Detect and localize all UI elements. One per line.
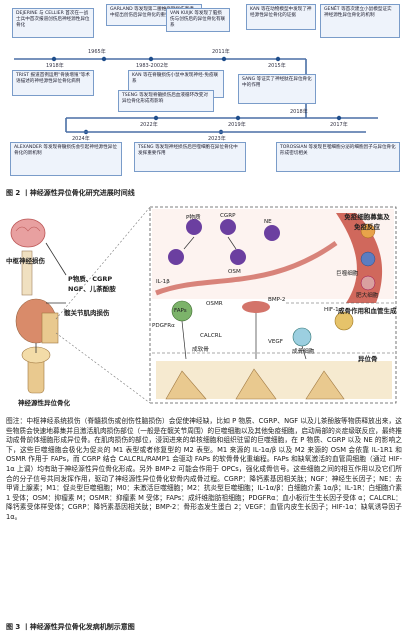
fig3-description: 图注：中枢神经系统损伤（脊髓损伤或创伤性脑损伤）会促使神经缺，比如 P 物质、C… xyxy=(6,417,402,521)
label-immune-response: 免疫细胞募集及免疫反应 xyxy=(344,213,390,231)
milestone-text: KAN 等在动物模型中发现了神经源性异位骨化的证据 xyxy=(250,7,312,18)
milestone-2015: GENÊT 等首次建立小鼠模型证实神经源性异位骨化的机制 xyxy=(320,4,400,38)
label-osmr: OSMR xyxy=(206,301,223,307)
milestone-text: TRIST 报道首例运用"骨质增殖"等术语描述的神经源性异位骨化病例 xyxy=(16,73,90,84)
timeline-figure: DEJERINE 与 CELLIER 首次在一战士兵中首次报道创伤后神经源性异位… xyxy=(6,4,402,182)
timeline-lines xyxy=(14,56,378,135)
milestone-year: 1983-2002年 xyxy=(136,63,169,69)
milestone-1958: TRIST 报道首例运用"骨质增殖"等术语描述的神经源性异位骨化病例 xyxy=(12,70,94,96)
milestone-text: KAN 等在脊髓损伤小鼠中发现神经-免疫联系 xyxy=(132,73,219,84)
milestone-text: DEJERINE 与 CELLIER 首次在一战士兵中首次报道创伤后神经源性异位… xyxy=(16,11,90,28)
milestone-year: 2024年 xyxy=(72,136,90,142)
milestone-text: ALEXANDER 等发现脊髓损伤会引起神经源性异位骨化的新机制 xyxy=(14,145,117,156)
label-hif1a: HIF-1α xyxy=(324,307,343,313)
milestone-2023: TSENG 等发现神经损伤后巨噬细胞在异位骨化中发挥重要作用 xyxy=(134,142,246,172)
milestone-year: 1918年 xyxy=(46,63,64,69)
label-mast-cell: 肥大细胞 xyxy=(356,293,379,299)
label-faps: FAPs xyxy=(174,308,187,314)
milestone-text: TSENG 等发现神经损伤后巨噬细胞在异位骨化中发挥重要作用 xyxy=(138,145,238,156)
milestone-1983: VAN KUIJK 等发现了脑损伤与创伤后的异位骨化有联系 xyxy=(166,8,230,32)
milestone-year: 2011年 xyxy=(212,49,230,55)
fig3-caption: 图 3 丨神经源性异位骨化发病机制示意图 xyxy=(6,623,135,631)
milestone-2019: SANG 等证实了神经肽在异位骨化中的作用 xyxy=(238,74,316,104)
milestone-year: 2017年 xyxy=(330,122,348,128)
label-vegf: VEGF xyxy=(268,339,283,345)
label-p-substance: P物质 xyxy=(186,215,201,221)
milestone-2011: KAN 等在动物模型中发现了神经源性异位骨化的证据 xyxy=(246,4,316,30)
milestone-text: GARLAND 等发现第二腰椎脊髓损伤患者中提出创伤后异位骨化的重要临床特征 xyxy=(110,7,194,18)
label-hip-injury: 髋关节肌肉损伤 xyxy=(64,309,110,317)
label-osteogenesis: 成骨作用和血管生成 xyxy=(338,307,397,315)
milestone-text: VAN KUIJK 等发现了脑损伤与创伤后的异位骨化有联系 xyxy=(170,11,226,28)
milestone-text: GENÊT 等首次建立小鼠模型证实神经源性异位骨化的机制 xyxy=(324,7,392,18)
milestone-year: 2015年 xyxy=(268,63,286,69)
label-nho: 神经源性异位骨化 xyxy=(18,399,70,407)
milestone-1918: DEJERINE 与 CELLIER 首次在一战士兵中首次报道创伤后神经源性异位… xyxy=(12,8,94,38)
label-bmp2: BMP-2 xyxy=(268,297,286,303)
label-il1: IL-1β xyxy=(156,279,170,285)
milestone-2022: TSENG 等发现脊髓损伤后血液循环改变对异位骨化形成有影响 xyxy=(118,90,214,112)
label-macrophage: 巨噬细胞 xyxy=(336,271,359,277)
milestone-text: TSENG 等发现脊髓损伤后血液循环改变对异位骨化形成有影响 xyxy=(122,93,208,104)
label-ne: NE xyxy=(264,219,272,225)
label-cns-injury: 中枢神经损伤 xyxy=(6,257,45,265)
milestone-year: 2019年 xyxy=(228,122,246,128)
label-calcrl: CALCRL xyxy=(200,333,222,339)
milestone-year: 2023年 xyxy=(208,136,226,142)
label-osm: OSM xyxy=(228,269,241,275)
label-pdgfra: PDGFRα xyxy=(152,323,175,329)
label-osteoblast: 成骨细胞 xyxy=(292,349,315,355)
label-heterotopic-bone: 异位骨 xyxy=(358,355,378,363)
label-cartilage: 成软骨 xyxy=(192,347,209,353)
milestone-2017: TOROSSIAN 等发现巨噬细胞分泌的细胞因子与异位骨化形成密切相关 xyxy=(276,142,400,172)
label-factors: P物质、CGRP NGF、儿茶酚胺 xyxy=(68,275,116,293)
mechanism-figure: 中枢神经损伤 P物质、CGRP NGF、儿茶酚胺 髋关节肌肉损伤 神经源性异位骨… xyxy=(6,203,402,411)
fig2-caption: 图 2 丨神经源性异位骨化研究进展时间线 xyxy=(6,189,135,197)
label-cgrp: CGRP xyxy=(220,213,236,219)
milestone-text: TOROSSIAN 等发现巨噬细胞分泌的细胞因子与异位骨化形成密切相关 xyxy=(280,145,396,156)
milestone-year: 1965年 xyxy=(88,49,106,55)
milestone-year: 2018年 xyxy=(290,109,308,115)
milestone-text: SANG 等证实了神经肽在异位骨化中的作用 xyxy=(242,77,312,88)
mechanism-diagram xyxy=(10,206,397,404)
milestone-2024: ALEXANDER 等发现脊髓损伤会引起神经源性异位骨化的新机制 xyxy=(10,142,122,176)
milestone-year: 2022年 xyxy=(140,122,158,128)
